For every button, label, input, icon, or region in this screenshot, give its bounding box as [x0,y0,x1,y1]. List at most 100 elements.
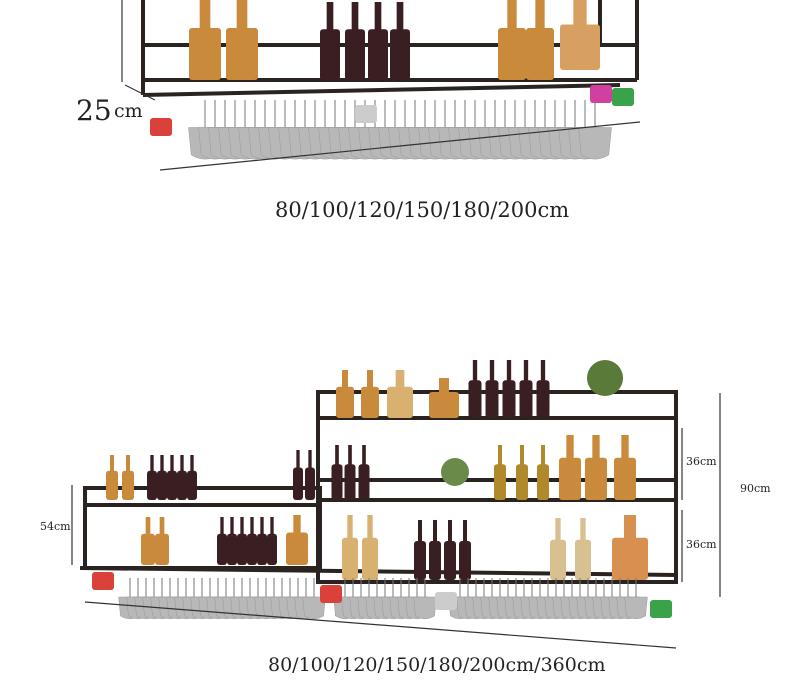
lower-shelf-height-label: 36cm [686,538,717,551]
bottle-neck [506,360,512,383]
bottle-neck [592,435,600,460]
bottle-neck [573,0,587,27]
bottle-neck [110,455,114,473]
bottle [361,386,379,418]
bottle-neck [293,515,301,534]
bottle-neck [160,455,164,473]
bottle [414,541,426,580]
bottle [344,464,356,500]
bottle-neck [351,2,359,32]
bottle-neck [535,0,545,31]
bottle [177,470,187,500]
bottle-neck [507,0,517,31]
bottle-neck [520,445,524,466]
bottle [155,533,169,565]
bottle [358,464,370,500]
bottle-neck [555,518,561,542]
depth-value: 25 [76,94,112,127]
mug [590,85,612,103]
bottle-neck [270,517,274,536]
mug [150,118,172,136]
wine-glass [413,596,437,620]
bottle [560,24,600,70]
bottle-neck [230,517,234,536]
bottle-neck [348,445,352,466]
bottle [559,457,581,500]
bottle-neck [180,455,184,473]
bottle [494,464,506,500]
bottle [247,533,257,565]
dimension-line [159,121,641,171]
bottle [187,470,197,500]
plant [441,458,469,486]
bottle [342,537,358,580]
mug [92,572,114,590]
bottle [575,539,591,580]
bottle [502,380,516,418]
bottle-neck [433,520,437,543]
bottle [537,464,549,500]
bottle [362,537,378,580]
bottle [614,457,636,500]
bottle-neck [489,360,495,383]
bottle [122,470,134,500]
bottle [267,533,277,565]
bottle [498,28,526,80]
dimension-line [124,84,156,101]
bottle-neck [418,520,422,543]
bottle-neck [566,435,574,460]
bottle-neck [335,445,339,466]
rack-frame [83,486,322,570]
bottle-neck [199,0,211,31]
bottle-neck [448,520,452,543]
wine-glass [578,127,612,160]
bottle [468,380,482,418]
bottle-neck [498,445,502,466]
plant [587,360,623,396]
bottle-neck [260,517,264,536]
bottle [227,533,237,565]
bottle-neck [540,360,546,383]
bottle [305,467,315,500]
mug [612,88,634,106]
upper-shelf-height-label: 36cm [686,455,717,468]
bottle-neck [362,445,366,466]
bottle [387,386,413,418]
bottle-neck [159,517,165,536]
bottle [519,380,533,418]
bottle-neck [190,455,194,473]
bottle [536,380,550,418]
bottle [459,541,471,580]
mug [650,600,672,618]
mug [320,585,342,603]
bottle-neck [240,517,244,536]
bottle-neck [374,2,382,32]
bottle [157,470,167,500]
bottle [345,29,365,80]
bottle-neck [170,455,174,473]
bottle [526,28,554,80]
bottle-neck [236,0,248,31]
dimension-line [84,601,677,649]
bottle-neck [395,370,405,389]
bottle [320,29,340,80]
wine-glass [624,596,648,620]
bottle [485,380,499,418]
bottle-neck [396,2,404,32]
bottle-neck [367,515,373,540]
bottle-neck [220,517,224,536]
left-height-label: 54cm [40,520,71,533]
bottle [550,539,566,580]
depth-unit: cm [114,100,143,122]
bottle [390,29,410,80]
mug [355,105,377,123]
bottle [217,533,227,565]
bottle [331,464,343,500]
bottle-neck [472,360,478,383]
top-width-label: 80/100/120/150/180/200cm [275,198,570,222]
rack-bar [142,83,621,97]
bottle [368,29,388,80]
bottle-neck [326,2,334,32]
bottle [429,392,459,418]
